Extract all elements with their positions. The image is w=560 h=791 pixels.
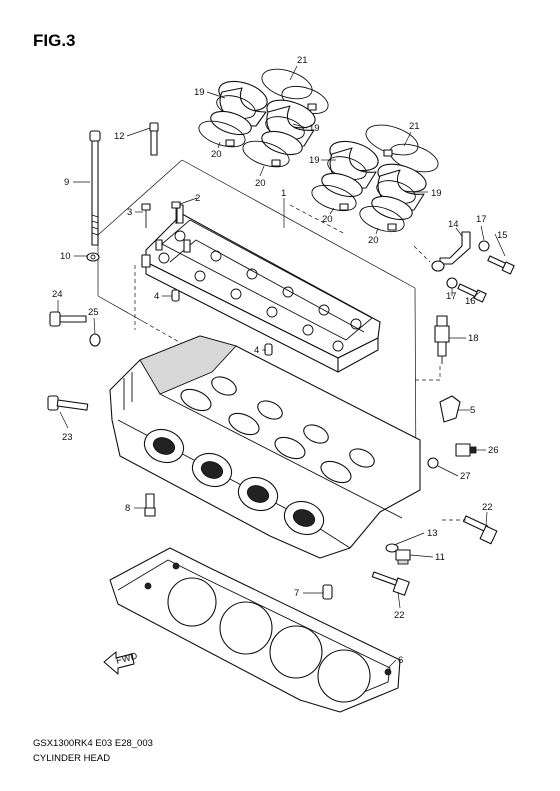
head-gasket-6 [109, 547, 401, 713]
callout-26: 26 [488, 445, 499, 456]
forward-arrow: FWD [103, 651, 139, 675]
gasket-27 [427, 457, 439, 469]
bolt-12 [149, 122, 159, 156]
callout-5: 5 [470, 405, 475, 416]
gasket-17-upper [478, 240, 490, 252]
bolt-22-right [462, 515, 498, 545]
callout-14: 14 [448, 219, 459, 230]
leader-lines [57, 65, 506, 669]
callout-6: 6 [398, 655, 403, 666]
gasket-17-lower [446, 277, 458, 289]
callout-4-a: 4 [154, 291, 159, 302]
clamp-20-left [198, 120, 290, 168]
callout-19-b: 19 [309, 123, 320, 134]
figure-title: FIG.3 [33, 31, 76, 50]
callout-12: 12 [114, 131, 125, 142]
callout-19-d: 19 [431, 188, 442, 199]
callout-25: 25 [88, 307, 99, 318]
boot-19-left-lower [261, 99, 316, 156]
callout-1: 1 [281, 188, 286, 199]
callout-13: 13 [427, 528, 438, 539]
nut-11 [395, 549, 411, 565]
callout-22-a: 22 [482, 502, 493, 513]
cylinder-head [109, 335, 421, 559]
bolt-24 [49, 311, 87, 327]
camshaft-housing [141, 204, 381, 373]
sensor-26 [455, 443, 477, 457]
bolt-15 [487, 255, 515, 275]
valve-pockets [180, 376, 375, 484]
washer-10 [86, 252, 100, 262]
stud-bolt-9 [89, 130, 101, 246]
callout-4-b: 4 [254, 345, 259, 356]
dowel-pins-4 [171, 289, 273, 356]
bolt-23 [47, 395, 89, 411]
callout-19-a: 19 [194, 87, 205, 98]
callout-17-b: 17 [446, 291, 457, 302]
callout-20-c: 20 [322, 214, 333, 225]
callout-2: 2 [195, 193, 200, 204]
boot-19-right-lower [371, 163, 427, 221]
oil-pipe-14 [431, 231, 471, 272]
bolt-8 [144, 493, 156, 517]
intake-boots [198, 68, 439, 233]
callout-21-a: 21 [297, 55, 308, 66]
callout-24: 24 [52, 289, 63, 300]
callout-16: 16 [465, 296, 476, 307]
bolt-22-lower [371, 571, 410, 596]
callout-11: 11 [435, 552, 445, 563]
bolt-16 [457, 283, 487, 303]
callout-9: 9 [64, 177, 69, 188]
callout-23: 23 [62, 432, 73, 443]
callout-20-b: 20 [255, 178, 266, 189]
model-code: GSX1300RK4 E03 E28_003 [33, 738, 153, 749]
bolts-2-3 [141, 201, 181, 228]
callout-20-d: 20 [368, 235, 379, 246]
callout-22-b: 22 [394, 610, 405, 621]
washer-25 [89, 333, 101, 347]
spark-plug-18 [434, 315, 450, 364]
callout-3: 3 [127, 207, 132, 218]
intake-ports [143, 428, 325, 536]
callout-17-a: 17 [476, 214, 487, 225]
fwd-label: FWD [115, 651, 139, 667]
plug-cap-5 [439, 395, 461, 423]
callout-7: 7 [294, 588, 299, 599]
boot-19-left-upper [210, 80, 268, 136]
callout-27: 27 [460, 471, 471, 482]
dowel-7 [322, 584, 333, 600]
figure-caption: CYLINDER HEAD [33, 753, 110, 764]
gasket-13 [385, 543, 399, 553]
callout-10: 10 [60, 251, 71, 262]
callout-21-b: 21 [409, 121, 420, 132]
clamp-20-right [311, 184, 405, 233]
callout-19-c: 19 [309, 155, 320, 166]
boot-19-right-upper [321, 140, 379, 198]
callout-labels: 21 19 19 20 20 21 19 19 20 20 1 2 3 4 4 … [52, 55, 508, 666]
callout-15: 15 [497, 230, 508, 241]
callout-20-a: 20 [211, 149, 222, 160]
callout-8: 8 [125, 503, 130, 514]
callout-18: 18 [468, 333, 479, 344]
